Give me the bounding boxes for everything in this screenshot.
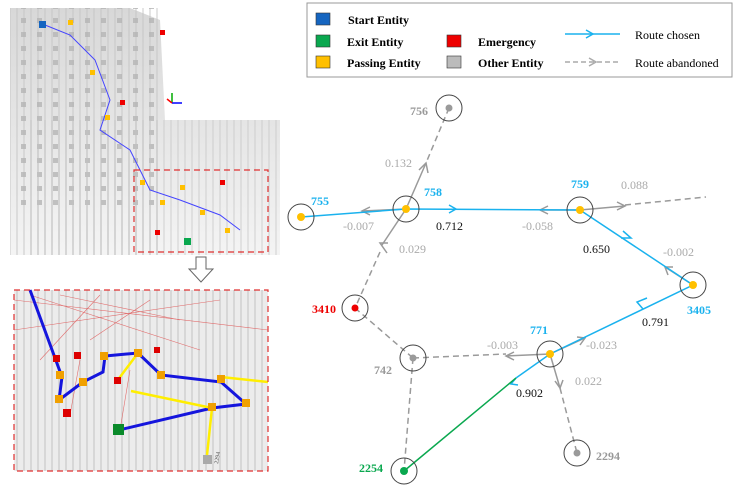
weight-label: 0.088 [621, 178, 648, 192]
weight-label: 0.902 [516, 386, 543, 400]
weight-label: -0.058 [522, 219, 553, 233]
weight-label: 0.022 [575, 374, 602, 388]
weight-label: 0.029 [399, 242, 426, 256]
weight-label: 0.132 [385, 156, 412, 170]
legend-route-abandoned: Route abandoned [565, 56, 719, 70]
green-cube-icon [315, 34, 331, 48]
legend-label: Other Entity [478, 56, 543, 70]
node-label-2294: 2294 [596, 449, 620, 463]
yellow-cube-icon [315, 55, 331, 69]
node-label-759: 759 [571, 177, 589, 191]
node-3405-dot [689, 281, 697, 289]
node-label-3405: 3405 [687, 303, 711, 317]
node-771-dot [546, 350, 554, 358]
node-759-dot [576, 206, 584, 214]
legend: Start Entity Exit Entity Passing Entity … [306, 2, 733, 78]
legend-label: Exit Entity [347, 35, 403, 49]
weight-label: 0.650 [583, 242, 610, 256]
legend-start-entity: Start Entity [315, 12, 409, 27]
node-label-755: 755 [311, 194, 329, 208]
node-2294-dot [573, 449, 581, 457]
zoom-region-highlight [133, 169, 269, 253]
node-742-dot [409, 354, 417, 362]
node-3410-dot [351, 304, 359, 312]
node-756-dot [445, 104, 453, 112]
axis-gizmo-icon [166, 93, 182, 104]
building-render-panel: 2294 [10, 8, 280, 472]
legend-label: Start Entity [348, 13, 409, 27]
node-2254-dot [400, 467, 408, 475]
legend-label: Emergency [478, 35, 536, 49]
weight-label: 0.712 [436, 219, 463, 233]
building-3d-zoomed: 2294 [13, 289, 269, 472]
legend-other-entity: Other Entity [446, 55, 543, 70]
legend-passing-entity: Passing Entity [315, 55, 421, 70]
start-entity-marker [39, 21, 46, 28]
node-758-dot [402, 205, 410, 213]
node-label-3410: 3410 [312, 302, 336, 316]
legend-label: Route abandoned [635, 56, 719, 70]
zoom-frame [13, 289, 269, 472]
weight-label: -0.002 [663, 245, 694, 259]
zoom-entity-label: 2294 [214, 451, 222, 464]
legend-label: Passing Entity [347, 56, 421, 70]
zoom-down-arrow-icon [187, 256, 215, 283]
node-label-771: 771 [530, 323, 548, 337]
legend-route-chosen: Route chosen [565, 28, 700, 42]
node-label-742: 742 [374, 363, 392, 377]
arrow-icon [588, 57, 598, 67]
weight-label: -0.007 [343, 219, 374, 233]
node-755-dot [297, 213, 305, 221]
weight-label: -0.003 [487, 338, 518, 352]
legend-emergency: Emergency [446, 34, 536, 49]
legend-label: Route chosen [635, 28, 700, 42]
arrow-icon [585, 29, 595, 39]
weight-label: -0.023 [586, 338, 617, 352]
node-label-2254: 2254 [359, 461, 383, 475]
node-label-756: 756 [410, 104, 428, 118]
legend-exit-entity: Exit Entity [315, 34, 403, 49]
blue-cube-icon [315, 12, 331, 26]
node-label-758: 758 [424, 185, 442, 199]
red-cube-icon [446, 34, 462, 48]
gray-cube-icon [446, 55, 462, 69]
weight-label: 0.791 [642, 315, 669, 329]
building-3d-overview [10, 8, 280, 255]
